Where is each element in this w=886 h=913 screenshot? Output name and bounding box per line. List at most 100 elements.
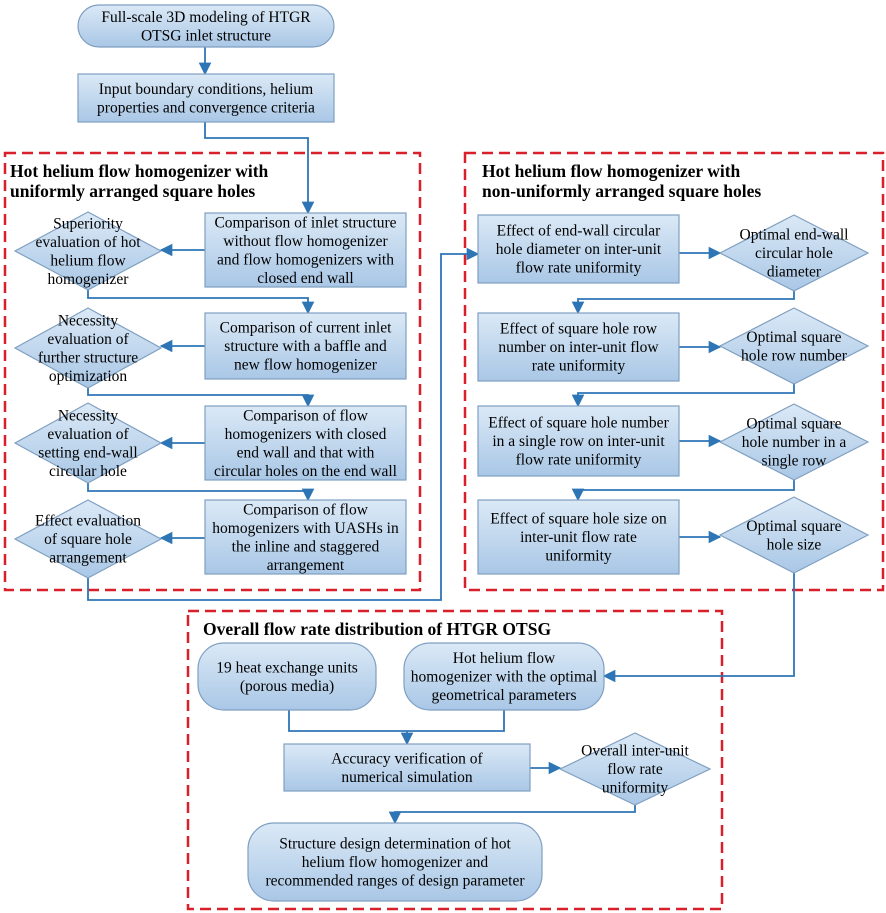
node-u_dec_2-text-line-4: optimization bbox=[49, 368, 128, 385]
node-u_proc_3-text-line-2: homogenizers with closed bbox=[225, 426, 387, 443]
node-o_dec_1-text-line-3: uniformity bbox=[602, 780, 669, 797]
node-u_proc_3-text-line-3: end wall and that with bbox=[237, 444, 375, 461]
group-title-overall-line-1: Overall flow rate distribution of HTGR O… bbox=[203, 619, 551, 639]
node-start-text-line-2: OTSG inlet structure bbox=[141, 27, 271, 44]
node-u_proc_1-text-line-4: closed end wall bbox=[257, 270, 353, 287]
connector-ndec1-to-nproc2 bbox=[571, 291, 795, 315]
node-n_proc_2-text-line-3: rate uniformity bbox=[532, 358, 626, 375]
group-title-nonuniform-line-2: non-uniformly arranged square holes bbox=[482, 181, 761, 201]
node-u_dec_4-text-line-3: arrangement bbox=[49, 550, 127, 567]
process-shape bbox=[204, 499, 407, 575]
node-n_dec_1-text-line-2: circular hole bbox=[755, 245, 833, 262]
node-n_dec_2-text-line-1: Optimal square bbox=[746, 329, 841, 346]
node-input: Input boundary conditions, heliumpropert… bbox=[77, 73, 335, 123]
node-u_dec_1-text-line-1: Superiority bbox=[53, 215, 123, 232]
node-n_dec_1-text-line-1: Optimal end-wall bbox=[740, 227, 849, 244]
node-o_term_3-text-line-3: recommended ranges of design parameter bbox=[265, 873, 525, 890]
node-o_term_3-text-line-1: Structure design determination of hot bbox=[279, 836, 511, 853]
process-shape bbox=[204, 312, 407, 380]
terminal-shape bbox=[197, 642, 377, 711]
node-n_proc_3-text-line-3: flow rate uniformity bbox=[516, 452, 642, 469]
node-n_dec_2-text-line-2: hole row number bbox=[741, 347, 848, 364]
node-n_dec_3-text-line-1: Optimal square bbox=[746, 416, 841, 433]
node-u_proc_4-text-line-2: homogenizers with UASHs in bbox=[212, 520, 399, 537]
process-shape bbox=[204, 405, 407, 481]
node-o_term_1: 19 heat exchange units(porous media) bbox=[197, 642, 377, 711]
node-u_dec_2-text-line-2: evaluation of bbox=[47, 331, 129, 348]
node-u_dec_2-text-line-3: further structure bbox=[38, 349, 138, 366]
node-u_dec_3-text-line-4: circular hole bbox=[49, 463, 127, 480]
connector-oterm1-to-merge bbox=[288, 710, 407, 732]
node-u_dec_1-text-line-3: helium flow bbox=[50, 252, 126, 269]
node-u_proc_2-text-line-1: Comparison of current inlet bbox=[220, 320, 392, 337]
node-u_proc_4-text-line-4: arrangement bbox=[267, 557, 345, 574]
group-title-uniform-line-1: Hot helium flow homogenizer with bbox=[10, 161, 269, 181]
node-u_dec_1-text-line-4: homogenizer bbox=[48, 271, 130, 288]
connector-layer bbox=[87, 47, 795, 825]
decision-shape bbox=[13, 211, 163, 291]
node-u_dec_3-text-line-1: Necessity bbox=[58, 407, 119, 424]
decision-shape bbox=[13, 499, 163, 579]
node-o_term_2-text-line-3: geometrical parameters bbox=[431, 687, 576, 704]
node-u_proc_4-text-line-3: the inline and staggered bbox=[232, 538, 380, 555]
node-u_dec_4-text-line-1: Effect evaluation bbox=[35, 513, 141, 530]
process-shape bbox=[204, 212, 407, 288]
node-o_dec_1-text-line-2: flow rate bbox=[607, 761, 663, 778]
node-u_dec_3-text-line-2: evaluation of bbox=[47, 426, 129, 443]
connector-input-to-uproc1 bbox=[204, 122, 315, 215]
node-n_proc_3-text-line-2: in a single row on inter-unit bbox=[492, 433, 665, 450]
node-n_proc_2-text-line-2: number on inter-unit flow bbox=[498, 339, 659, 356]
connector-ndec4-to-oterm2 bbox=[602, 573, 795, 683]
connector-ndec2-to-nproc3 bbox=[571, 384, 795, 408]
node-n_proc_4-text-line-2: inter-unit flow rate bbox=[520, 529, 637, 546]
node-n_proc_1-text-line-2: hole diameter on inter-unit bbox=[496, 241, 662, 258]
node-u_dec_2-text-line-1: Necessity bbox=[58, 312, 119, 329]
node-n_dec_1-text-line-3: diameter bbox=[767, 264, 822, 281]
process-shape bbox=[477, 405, 680, 477]
group-frame-uniform bbox=[3, 151, 422, 592]
node-u_dec_1-text-line-2: evaluation of hot bbox=[35, 234, 141, 251]
process-shape bbox=[477, 499, 680, 575]
node-u_proc_1-text-line-3: and flow homogenizers with bbox=[217, 251, 394, 268]
group-frame-overall bbox=[186, 609, 724, 911]
node-u_proc_1-text-line-1: Comparison of inlet structure bbox=[214, 214, 396, 231]
node-u_proc_3-text-line-4: circular holes on the end wall bbox=[214, 463, 397, 480]
decision-shape bbox=[718, 307, 870, 385]
node-n_proc_4-text-line-1: Effect of square hole size on bbox=[490, 511, 667, 528]
decision-shape bbox=[718, 403, 870, 481]
node-u_proc_1-text-line-2: without flow homogenizer bbox=[223, 233, 388, 250]
connector-udec2-to-uproc3 bbox=[87, 388, 315, 408]
node-n_proc_4: Effect of square hole size oninter-unit … bbox=[477, 499, 680, 575]
node-o_dec_1-text-line-1: Overall inter-unit bbox=[581, 743, 689, 760]
node-n_dec_4-text-line-1: Optimal square bbox=[746, 518, 841, 535]
node-o_term_1-text-line-1: 19 heat exchange units bbox=[216, 659, 358, 676]
process-shape bbox=[283, 743, 531, 792]
terminal-shape bbox=[403, 642, 605, 711]
node-n_proc_1-text-line-3: flow rate uniformity bbox=[516, 260, 642, 277]
node-o_term_3-text-line-2: helium flow homogenizer and bbox=[302, 854, 489, 871]
node-o_term_2-text-line-1: Hot helium flow bbox=[453, 650, 556, 667]
decision-shape bbox=[718, 214, 870, 292]
decision-shape bbox=[558, 732, 712, 806]
connector-odec1-to-oterm3 bbox=[388, 805, 636, 825]
connector-ndec3-to-nproc4 bbox=[571, 480, 795, 502]
process-shape bbox=[477, 312, 680, 382]
group-layer bbox=[3, 151, 885, 911]
terminal-shape bbox=[247, 822, 543, 902]
terminal-shape bbox=[77, 4, 335, 48]
